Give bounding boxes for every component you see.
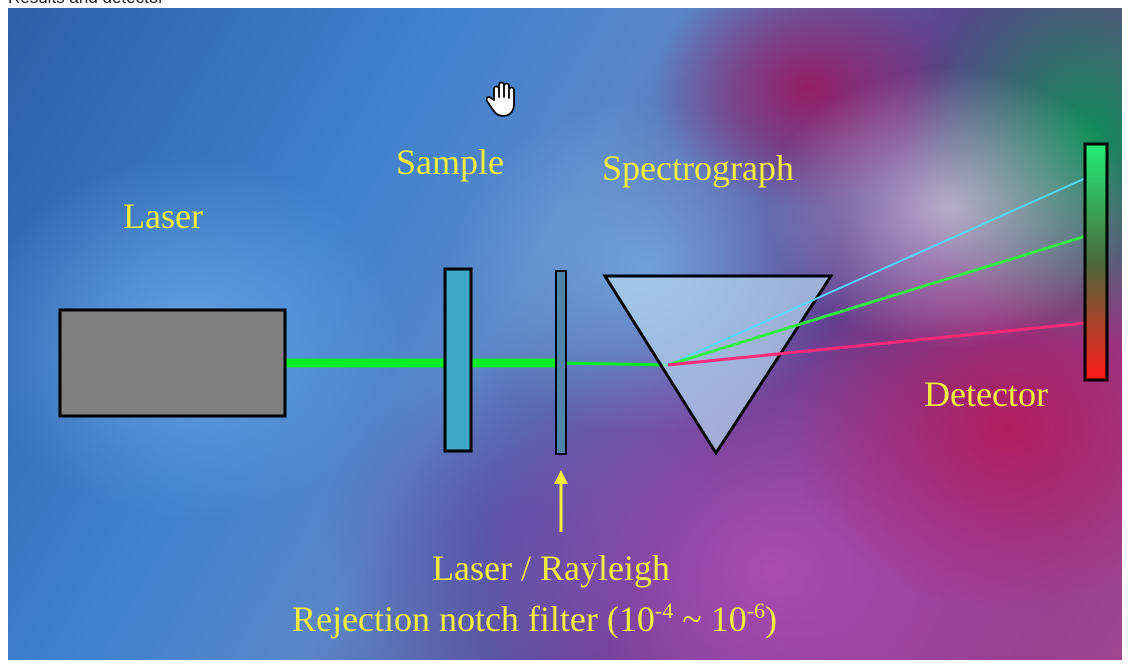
label-filter-line2: Rejection notch filter (10-4 ~ 10-6) bbox=[292, 598, 778, 639]
label-filter-line1: Laser / Rayleigh bbox=[432, 548, 670, 588]
sample-slab bbox=[443, 267, 473, 453]
ray-pink bbox=[667, 321, 1087, 367]
filter-text-prefix: Rejection notch filter (10 bbox=[292, 599, 655, 639]
notch-filter bbox=[555, 270, 567, 455]
detector-bar bbox=[1083, 142, 1109, 382]
filter-text-suffix: ) bbox=[765, 599, 778, 639]
label-detector: Detector bbox=[924, 374, 1048, 414]
diagram-slide: Laser Sample Spectrograph Detector Laser… bbox=[8, 8, 1122, 660]
header-strip: Results and detector bbox=[0, 0, 1132, 8]
ray-green bbox=[667, 234, 1087, 367]
label-laser: Laser bbox=[123, 196, 203, 236]
transmitted-beam bbox=[559, 361, 669, 367]
spectrograph-prism bbox=[602, 274, 834, 456]
filter-exponent-2: -6 bbox=[746, 598, 766, 623]
laser-box bbox=[58, 308, 287, 418]
ray-cyan bbox=[667, 177, 1087, 366]
filter-arrow-head bbox=[554, 470, 568, 484]
header-fragment-text: Results and detector bbox=[8, 0, 164, 8]
filter-text-mid: ~ 10 bbox=[673, 599, 747, 639]
hand-cursor-icon bbox=[486, 81, 515, 117]
raman-setup-diagram bbox=[58, 142, 1109, 532]
label-spectrograph: Spectrograph bbox=[602, 148, 794, 188]
label-sample: Sample bbox=[396, 142, 504, 182]
filter-exponent-1: -4 bbox=[654, 598, 674, 623]
